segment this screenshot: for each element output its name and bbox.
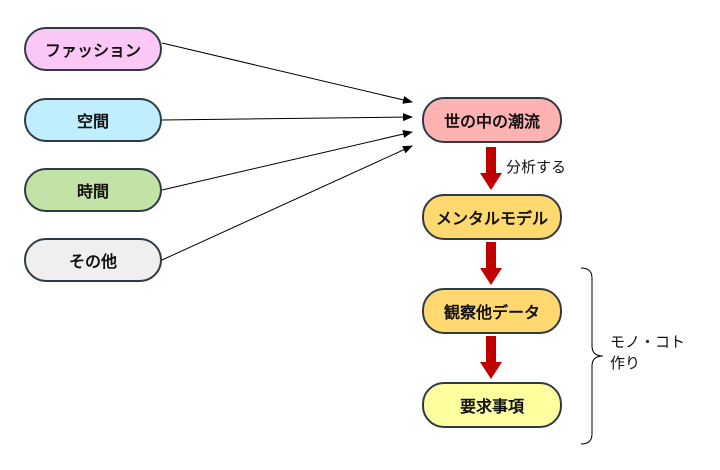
step-label-analyze: 分析する [506, 158, 567, 176]
source-space: 空間 [24, 98, 162, 142]
flow-arrows [480, 147, 502, 379]
arrow-space-to-trend [161, 113, 413, 122]
node-requirements: 要求事項 [422, 382, 562, 428]
arrow-trend-to-mental [480, 147, 502, 190]
arrow-observe-to-requirements [480, 336, 502, 379]
arrow-mental-to-observe [480, 242, 502, 285]
source-other: その他 [24, 238, 162, 282]
group-label-line1: モノ・コト [610, 333, 686, 351]
group-bracket [580, 267, 604, 445]
node-trend: 世の中の潮流 [422, 97, 562, 143]
node-mental-model: メンタルモデル [422, 194, 562, 240]
source-time: 時間 [24, 168, 162, 212]
group-label-line2: 作り [610, 354, 641, 372]
arrow-time-to-trend [161, 130, 413, 191]
arrow-other-to-trend [161, 145, 413, 261]
node-observation-data: 観察他データ [422, 288, 562, 334]
source-fashion: ファッション [24, 27, 162, 71]
arrow-fashion-to-trend [161, 42, 413, 104]
